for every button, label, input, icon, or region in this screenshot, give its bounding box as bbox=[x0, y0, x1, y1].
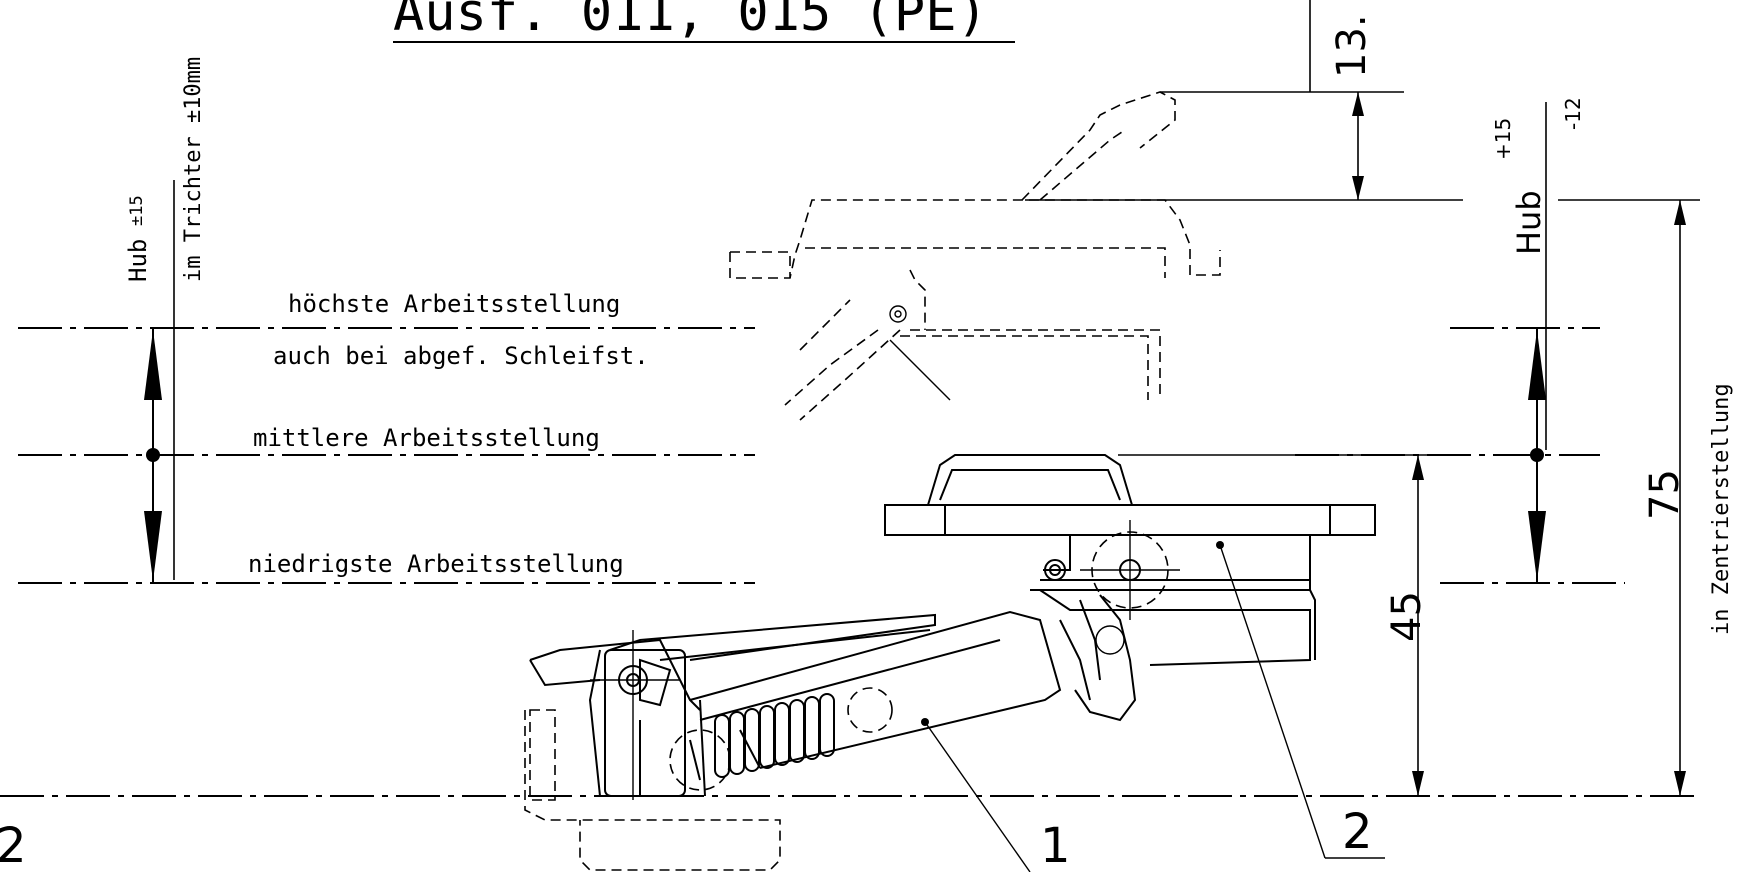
highest-position-note: auch bei abgef. Schleifst. bbox=[273, 342, 649, 370]
funnel-tolerance-note: im Trichter ±10mm bbox=[181, 57, 206, 282]
callout-1: 1 bbox=[1040, 818, 1071, 872]
hub-right-label: Hub +15 -12 bbox=[1491, 97, 1585, 255]
callout-2-leader bbox=[1219, 544, 1326, 859]
top-dim-arrows bbox=[1352, 92, 1364, 200]
dimension-45 bbox=[1118, 454, 1460, 796]
arm-part-1 bbox=[524, 610, 1062, 871]
hub-right-travel-arrows bbox=[1528, 328, 1546, 583]
collector-phantom-highest bbox=[729, 91, 1221, 421]
dimension-75-value: 75 bbox=[1642, 469, 1688, 520]
dimension-75 bbox=[1558, 199, 1700, 796]
svg-text:Hub: Hub bbox=[124, 239, 152, 282]
highest-position-label: höchste Arbeitsstellung bbox=[288, 290, 620, 318]
spring bbox=[714, 693, 835, 778]
middle-position-label: mittlere Arbeitsstellung bbox=[253, 424, 600, 452]
sliding-contact-part-2 bbox=[884, 454, 1376, 666]
drawing-title: Ausf. 011, 015 (PE) bbox=[393, 0, 988, 43]
joint-connector bbox=[1059, 594, 1137, 722]
svg-text:Hub: Hub bbox=[1510, 190, 1548, 255]
dimension-45-value: 45 bbox=[1384, 591, 1430, 642]
callout-2: 2 bbox=[1342, 804, 1373, 860]
centering-position-note: in Zentrierstellung bbox=[1709, 383, 1734, 635]
svg-text:±15: ±15 bbox=[127, 195, 147, 226]
callout-left-edge: 2 bbox=[0, 818, 27, 872]
callout-1-leader bbox=[924, 721, 1031, 872]
svg-text:+15: +15 bbox=[1491, 118, 1515, 160]
lowest-position-label: niedrigste Arbeitsstellung bbox=[248, 550, 624, 578]
hub-left-label: Hub ±15 bbox=[124, 195, 152, 282]
hub-left-travel-arrows bbox=[144, 328, 162, 583]
top-dimension-partial: 13. bbox=[1329, 14, 1375, 78]
svg-text:-12: -12 bbox=[1561, 97, 1585, 130]
